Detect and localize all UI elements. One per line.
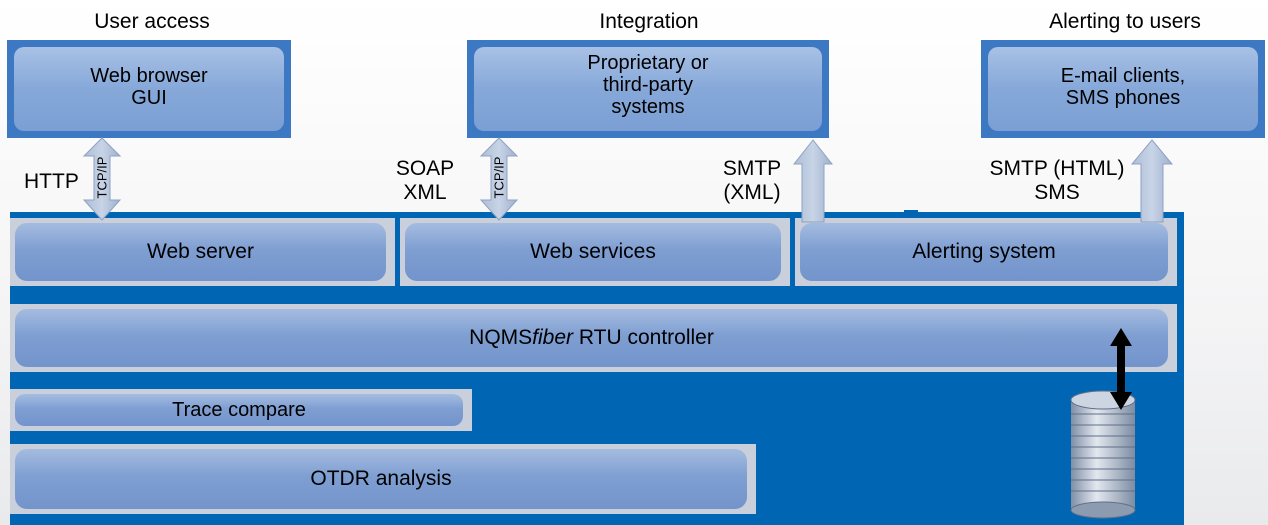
smtp-xml-label: SMTP (XML): [722, 157, 782, 204]
email-clients-label: E-mail clients, SMS phones: [988, 47, 1258, 131]
web-services-label: Web services: [405, 223, 781, 281]
tcpip-arrow-middle: [479, 137, 519, 221]
smtp-html-arrow: [1130, 139, 1174, 223]
proprietary-systems-box: Proprietary or third-party systems: [467, 40, 829, 138]
heading-alerting: Alerting to users: [1049, 10, 1201, 33]
web-services-cell: Web services: [400, 218, 790, 286]
email-clients-box: E-mail clients, SMS phones: [981, 40, 1265, 138]
trace-compare-cell: Trace compare: [10, 389, 472, 431]
proprietary-systems-label: Proprietary or third-party systems: [474, 47, 822, 131]
web-server-cell: Web server: [10, 218, 395, 286]
platform-top-notch: [904, 210, 918, 214]
db-link-arrow: [1110, 328, 1132, 410]
alerting-system-label: Alerting system: [800, 223, 1168, 281]
smtp-xml-arrow: [792, 139, 834, 223]
heading-user-access: User access: [94, 10, 210, 33]
otdr-analysis-label: OTDR analysis: [15, 449, 747, 509]
trace-compare-label: Trace compare: [15, 394, 463, 426]
controller-italic: fiber: [532, 326, 574, 349]
web-browser-label: Web browser GUI: [14, 47, 284, 131]
heading-integration: Integration: [599, 10, 699, 33]
smtp-html-label: SMTP (HTML) SMS: [989, 157, 1125, 204]
web-browser-box: Web browser GUI: [7, 40, 291, 138]
controller-prefix: NQMS: [469, 326, 533, 349]
tcpip-label-left: TCP/IP: [94, 156, 110, 199]
tcpip-label-middle: TCP/IP: [491, 156, 507, 199]
controller-suffix: RTU controller: [573, 326, 714, 349]
tcpip-arrow-left: [82, 137, 122, 221]
web-server-label: Web server: [15, 223, 386, 281]
alerting-system-cell: Alerting system: [795, 218, 1177, 286]
database-icon: [1070, 390, 1136, 519]
otdr-analysis-cell: OTDR analysis: [10, 444, 756, 514]
http-label: HTTP: [24, 170, 79, 193]
soap-xml-label: SOAP XML: [395, 157, 455, 204]
